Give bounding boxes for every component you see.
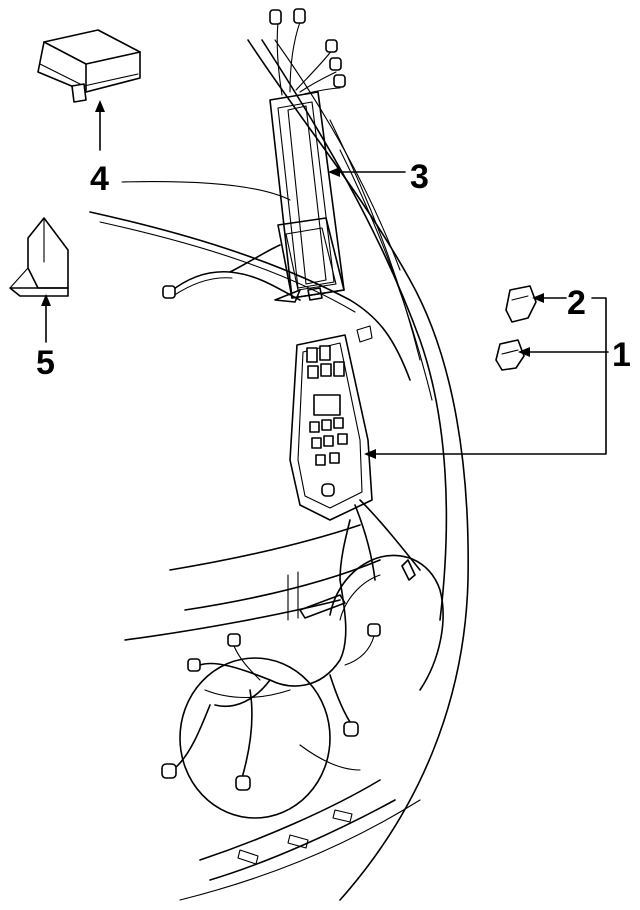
callout-5: 5 <box>36 344 55 382</box>
callout-4: 4 <box>90 160 109 198</box>
relay-2 <box>505 285 537 323</box>
ecu-module <box>269 8 346 303</box>
relay-1 <box>495 339 525 371</box>
bracket <box>9 217 69 297</box>
fuse-box-cover <box>37 29 141 103</box>
relay-block <box>289 325 373 521</box>
leader-lines <box>41 100 609 459</box>
wire-harness <box>161 244 421 791</box>
callout-3: 3 <box>410 158 429 196</box>
front-end <box>124 524 444 901</box>
callout-2: 2 <box>567 284 586 322</box>
callout-1: 1 <box>612 336 631 374</box>
